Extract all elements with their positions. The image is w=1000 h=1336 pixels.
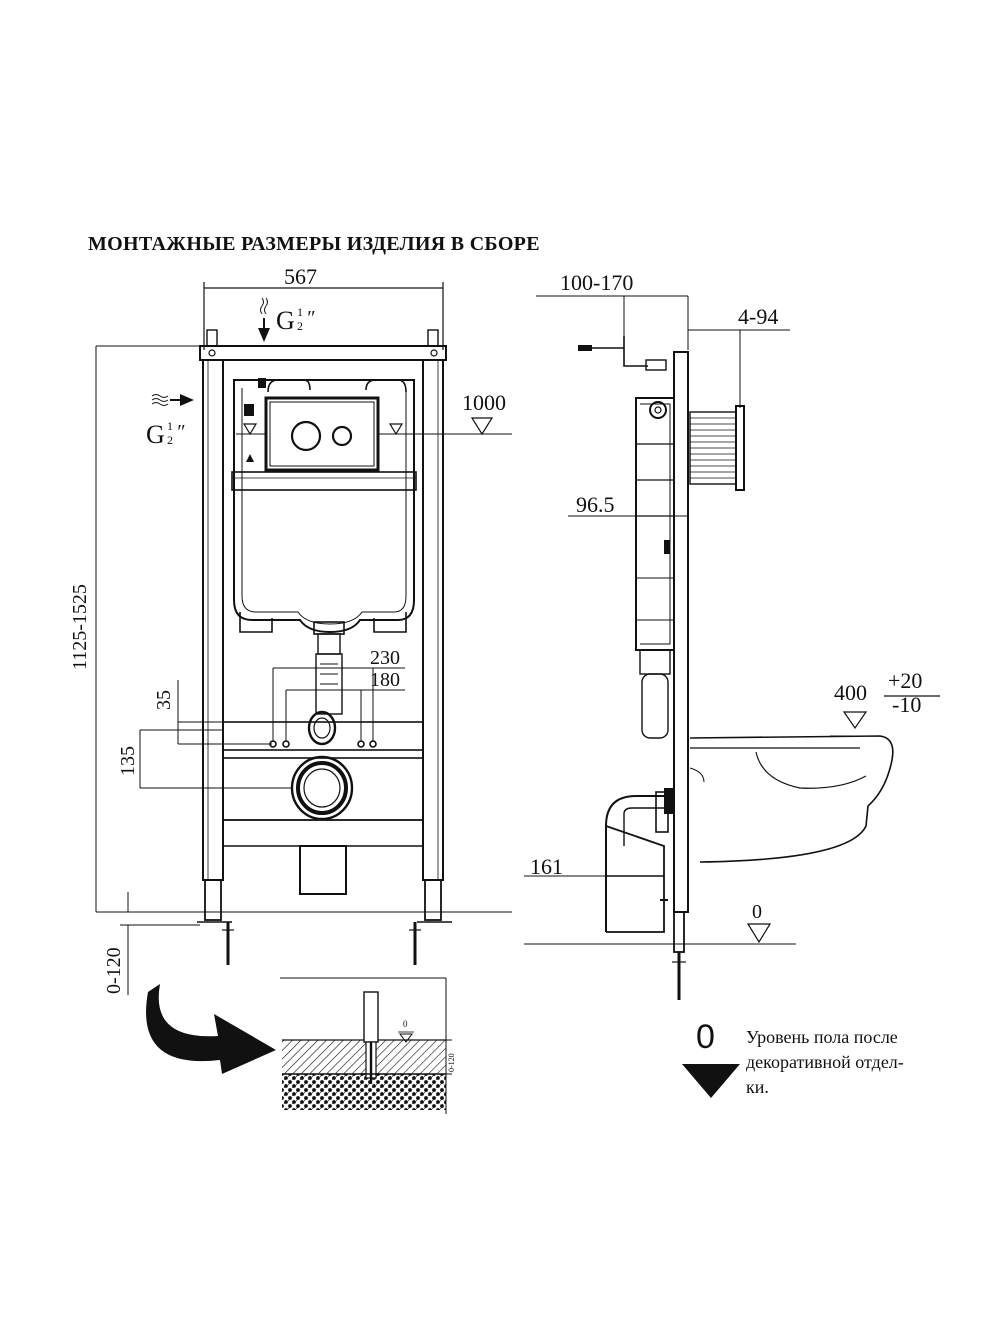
depth-range-label: 100-170 — [560, 270, 634, 295]
diagram-title: МОНТАЖНЫЕ РАЗМЕРЫ ИЗДЕЛИЯ В СБОРЕ — [88, 233, 540, 255]
button-height-label: 1000 — [462, 390, 506, 415]
water-inlet-top-icon — [258, 297, 270, 342]
floor-detail — [146, 977, 452, 1114]
bowl-tolerance-plus: +20 — [888, 668, 923, 693]
drain-height-label: 161 — [530, 854, 563, 879]
front-view — [95, 282, 512, 995]
offset-135-label: 135 — [117, 746, 139, 776]
legend-zero-symbol: 0 — [696, 1018, 715, 1056]
detail-range-label: 0-120 — [447, 1053, 456, 1072]
floor-adjust-label: 0-120 — [103, 947, 125, 994]
spacing-180-label: 180 — [370, 669, 400, 691]
floor-level-triangle-icon — [682, 1064, 740, 1098]
bowl-height-label: 400 — [834, 680, 867, 705]
legend-text: Уровень пола после декоративной отдел- к… — [746, 1025, 946, 1100]
curved-arrow-icon — [146, 984, 276, 1074]
offset-35-label: 35 — [153, 690, 175, 710]
water-inlet-side-icon — [151, 394, 194, 406]
legend-line-3: ки. — [746, 1077, 769, 1097]
cistern-depth-label: 96.5 — [576, 492, 615, 517]
legend-line-2: декоративной отдел- — [746, 1052, 904, 1072]
side-view — [524, 295, 940, 1000]
floor-zero-label: 0 — [752, 901, 762, 923]
height-range-label: 1125-1525 — [69, 584, 91, 670]
bowl-tolerance-minus: -10 — [892, 692, 922, 717]
button-depth-label: 4-94 — [738, 304, 779, 329]
legend-line-1: Уровень пола после — [746, 1027, 898, 1047]
spacing-230-label: 230 — [370, 647, 400, 669]
detail-zero-label: 0 — [403, 1019, 408, 1029]
width-label: 567 — [284, 264, 317, 289]
